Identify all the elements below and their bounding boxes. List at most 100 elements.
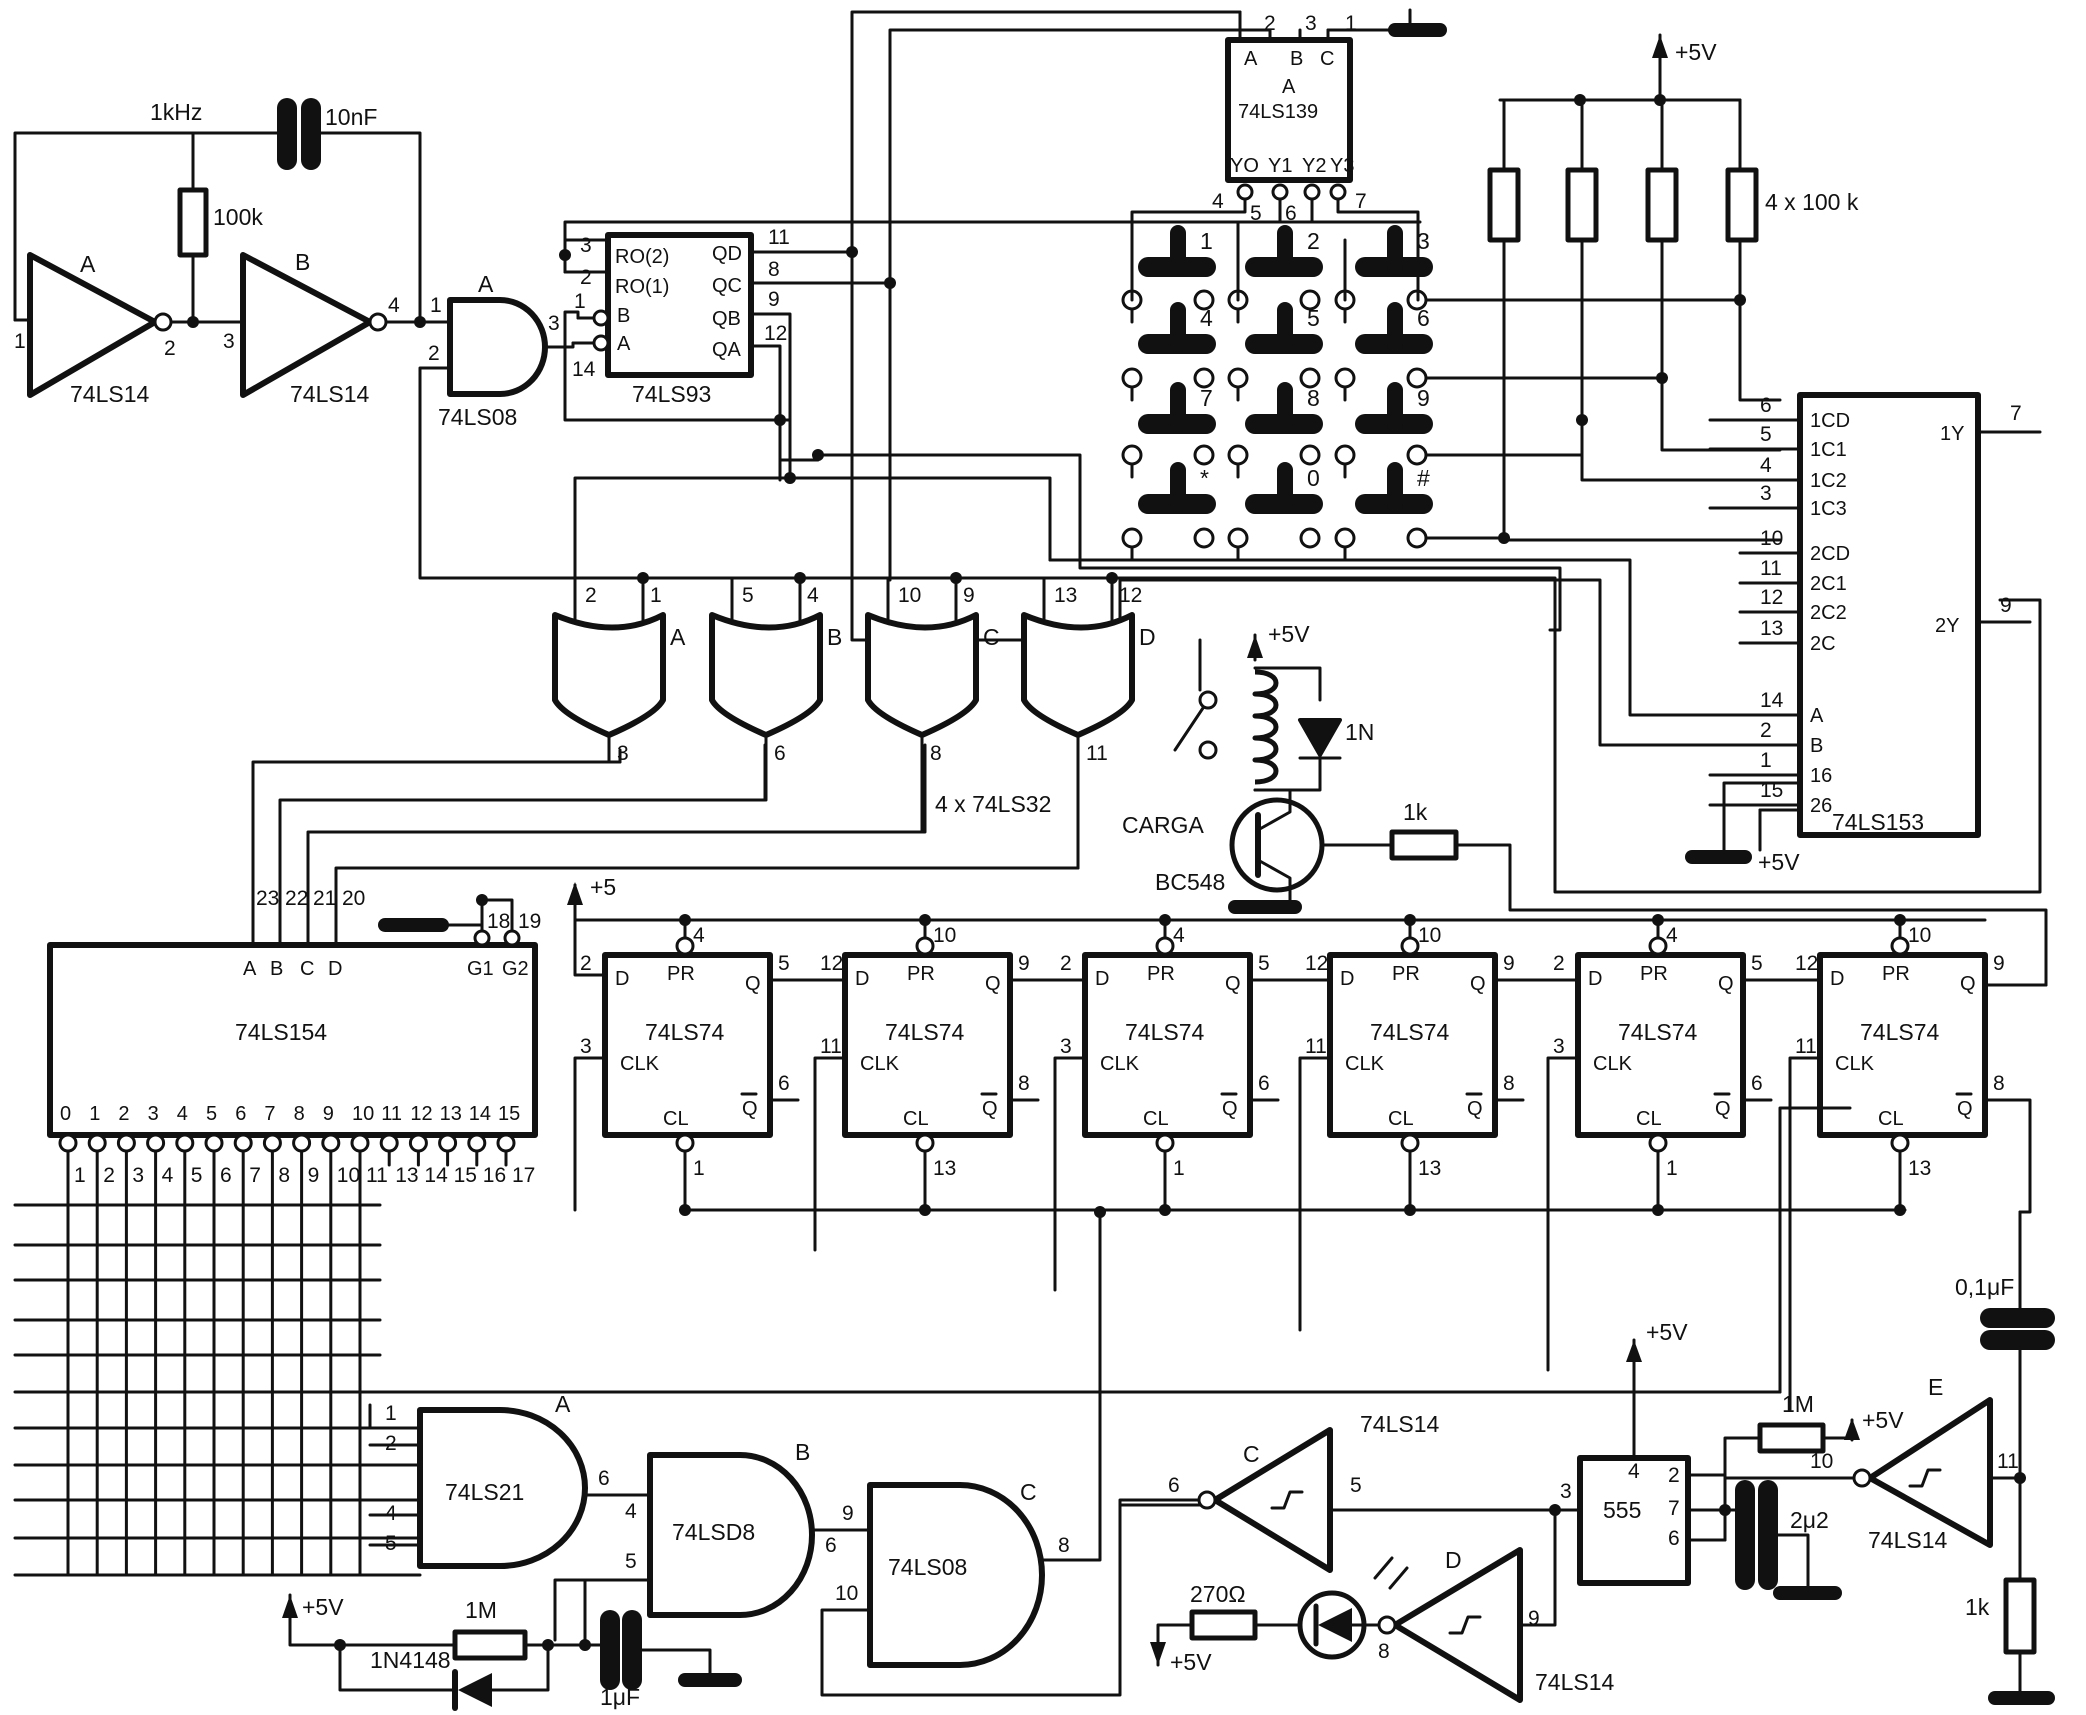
svg-text:B: B bbox=[617, 305, 630, 327]
mux-pin-label: 2C1 bbox=[1810, 573, 1847, 595]
key-8[interactable]: 8 bbox=[1227, 382, 1323, 479]
svg-text:1k: 1k bbox=[1403, 799, 1428, 825]
svg-text:1: 1 bbox=[430, 294, 442, 317]
label: 10 bbox=[898, 584, 921, 607]
key-9[interactable]: 9 bbox=[1334, 382, 1433, 479]
label: 9 bbox=[1018, 952, 1030, 975]
svg-text:7: 7 bbox=[2010, 402, 2022, 425]
svg-text:Y3: Y3 bbox=[1330, 155, 1354, 177]
key-12[interactable]: # bbox=[1334, 462, 1433, 562]
svg-text:D: D bbox=[1445, 1547, 1462, 1573]
mux-pin-label: 26 bbox=[1810, 795, 1832, 817]
svg-text:QC: QC bbox=[712, 275, 742, 297]
d154-pin-number: 17 bbox=[512, 1164, 535, 1187]
svg-text:270Ω: 270Ω bbox=[1190, 1581, 1246, 1607]
and-chain: 74LS21 A 1 2 4 5 6 74LSD8 B 4 5 6 74LS08… bbox=[385, 1210, 1202, 1697]
svg-text:3: 3 bbox=[1305, 12, 1317, 35]
svg-text:A: A bbox=[80, 251, 96, 277]
svg-text:RO(2): RO(2) bbox=[615, 246, 669, 268]
d154-pin-number: 15 bbox=[454, 1164, 477, 1187]
svg-text:1k: 1k bbox=[1965, 1594, 1990, 1620]
decoder-74ls139: A B C A 74LS139 YO Y1 Y2 Y3 2 3 1 4 5 6 … bbox=[1130, 8, 1447, 242]
label: Q bbox=[1222, 1098, 1238, 1120]
svg-text:74LS153: 74LS153 bbox=[1832, 809, 1924, 835]
label: D bbox=[1139, 624, 1156, 650]
inverter-b bbox=[240, 252, 373, 398]
svg-text:4: 4 bbox=[1212, 190, 1224, 213]
label: 74LS74 bbox=[1370, 1019, 1450, 1045]
svg-text:3: 3 bbox=[1560, 1480, 1572, 1503]
svg-text:74LS08: 74LS08 bbox=[438, 404, 517, 430]
key-2[interactable]: 2 bbox=[1227, 225, 1323, 324]
svg-text:9: 9 bbox=[2000, 594, 2012, 617]
label: 9 bbox=[963, 584, 975, 607]
svg-text:74LS14: 74LS14 bbox=[290, 381, 370, 407]
svg-text:4: 4 bbox=[388, 294, 400, 317]
key-4[interactable]: 4 bbox=[1121, 302, 1216, 402]
svg-text:A: A bbox=[243, 958, 257, 980]
svg-text:10: 10 bbox=[1810, 1450, 1833, 1473]
svg-text:74LS14: 74LS14 bbox=[1535, 1669, 1615, 1695]
svg-text:6: 6 bbox=[1168, 1474, 1180, 1497]
svg-text:2: 2 bbox=[164, 337, 176, 360]
svg-text:G2: G2 bbox=[502, 958, 529, 980]
label: 1 bbox=[650, 584, 662, 607]
label: 4 bbox=[807, 584, 819, 607]
svg-text:3: 3 bbox=[223, 330, 235, 353]
label: 8 bbox=[1503, 1072, 1515, 1095]
key-label: 8 bbox=[1307, 385, 1320, 411]
decoder-74ls154: 74LS154 A B C D G1 G2 23 22 21 20 18 19 … bbox=[47, 743, 1080, 1577]
label: CLK bbox=[860, 1053, 900, 1075]
label: 12 bbox=[820, 952, 843, 975]
svg-text:12: 12 bbox=[764, 322, 787, 345]
label: 8 bbox=[930, 742, 942, 765]
svg-text:2: 2 bbox=[1264, 12, 1276, 35]
d154-pin-number: 4 bbox=[162, 1164, 174, 1187]
svg-text:22: 22 bbox=[285, 887, 308, 910]
label: Q bbox=[745, 973, 761, 995]
label: B bbox=[827, 624, 842, 650]
mux-pin-number: 3 bbox=[1760, 482, 1772, 505]
svg-text:A: A bbox=[555, 1391, 571, 1417]
label: C bbox=[983, 624, 1000, 650]
d154-pin-number: 14 bbox=[424, 1164, 448, 1187]
svg-text:74LS21: 74LS21 bbox=[445, 1479, 524, 1505]
svg-text:8: 8 bbox=[768, 258, 780, 281]
label: Q bbox=[985, 973, 1001, 995]
key-label: # bbox=[1417, 465, 1430, 491]
svg-text:+5V: +5V bbox=[1268, 621, 1310, 647]
d154-out-label: 13 bbox=[440, 1103, 462, 1125]
key-10[interactable]: * bbox=[1121, 462, 1216, 562]
svg-text:+5V: +5V bbox=[1758, 849, 1800, 875]
key-5[interactable]: 5 bbox=[1227, 302, 1323, 402]
inverter-a bbox=[27, 252, 158, 398]
label: 2 bbox=[1553, 952, 1565, 975]
d154-pin-number: 8 bbox=[278, 1164, 290, 1187]
label: Q bbox=[1718, 973, 1734, 995]
label: CL bbox=[903, 1108, 929, 1130]
key-11[interactable]: 0 bbox=[1227, 462, 1323, 562]
d154-out-label: 4 bbox=[177, 1103, 188, 1125]
svg-text:B: B bbox=[295, 249, 310, 275]
svg-text:1μF: 1μF bbox=[600, 1684, 640, 1710]
svg-text:74LS14: 74LS14 bbox=[1360, 1411, 1440, 1437]
relay-driver: +5V 1N CARGA 1k BC548 bbox=[1122, 621, 2048, 987]
label: CL bbox=[1878, 1108, 1904, 1130]
key-label: 1 bbox=[1200, 228, 1213, 254]
mux-pin-label: A bbox=[1810, 705, 1824, 727]
svg-text:C: C bbox=[1243, 1441, 1260, 1467]
key-3[interactable]: 3 bbox=[1334, 225, 1433, 324]
svg-text:D: D bbox=[328, 958, 342, 980]
d154-pin-number: 10 bbox=[337, 1164, 360, 1187]
label: Q bbox=[742, 1098, 758, 1120]
key-7[interactable]: 7 bbox=[1121, 382, 1216, 479]
svg-text:74LS139: 74LS139 bbox=[1238, 101, 1318, 123]
label: Q bbox=[1960, 973, 1976, 995]
key-6[interactable]: 6 bbox=[1334, 302, 1433, 402]
label: 6 bbox=[774, 742, 786, 765]
